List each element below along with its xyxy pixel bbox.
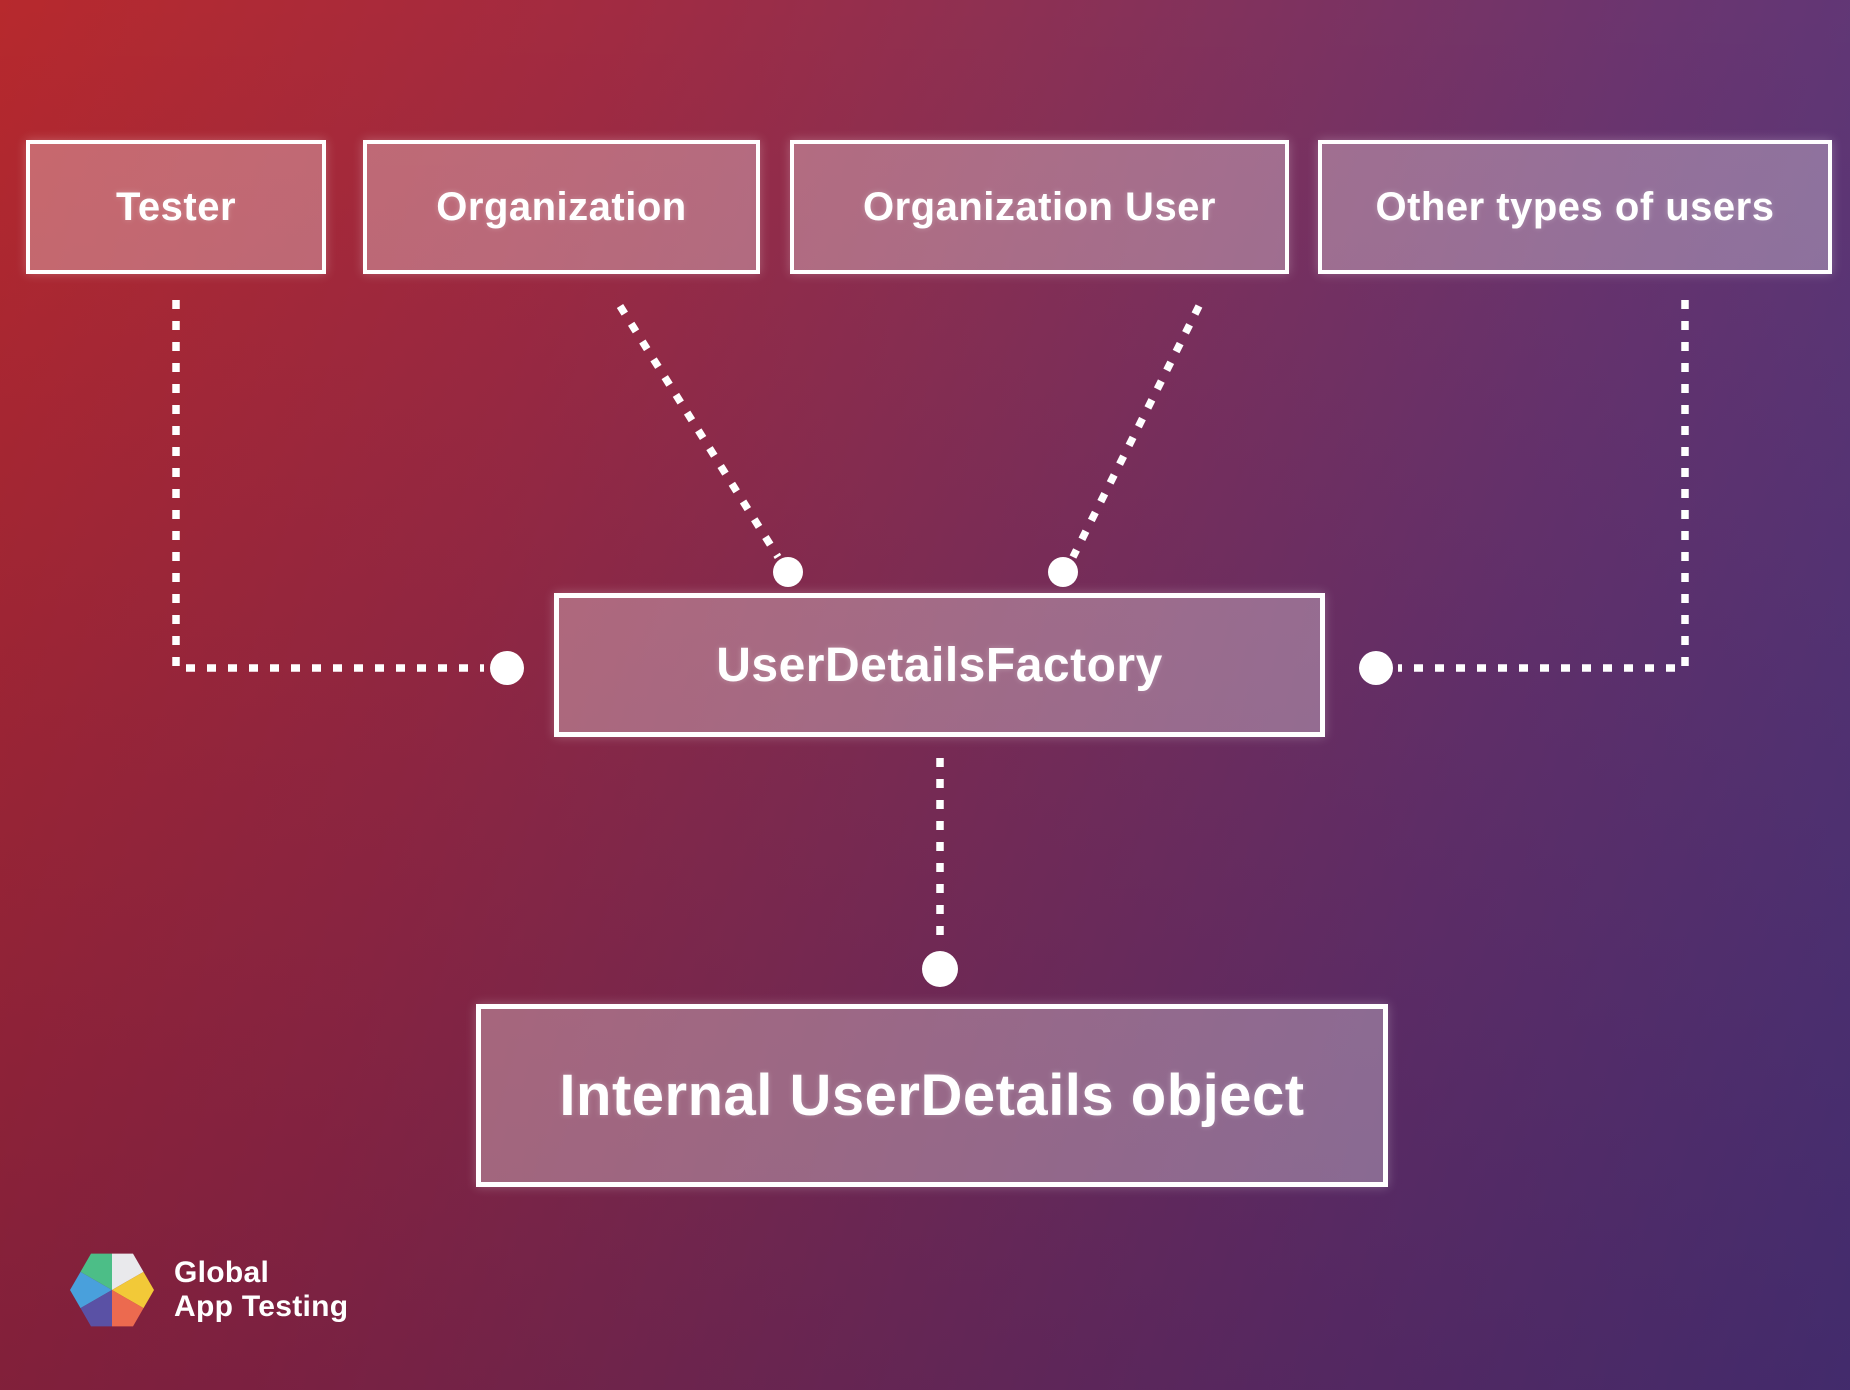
logo-face-top-left: [80, 1253, 112, 1290]
connector-other-users-to-factory: [1398, 300, 1689, 672]
node-tester: Tester: [26, 140, 326, 274]
connector-endpoint-dot: [490, 651, 524, 685]
connector-endpoint-dot: [922, 951, 958, 987]
connector-organization-to-factory: [616, 304, 782, 559]
node-user-details-factory: UserDetailsFactory: [554, 593, 1325, 737]
connector-organization-user-to-factory: [1069, 304, 1203, 559]
node-internal-user-details-object-label: Internal UserDetails object: [559, 1063, 1305, 1128]
node-other-types-of-users: Other types of users: [1318, 140, 1832, 274]
logo-line1: Global: [174, 1256, 270, 1290]
node-other-types-of-users-label: Other types of users: [1375, 184, 1775, 229]
connector-endpoint-dot: [773, 557, 803, 587]
node-tester-label: Tester: [115, 184, 237, 229]
connector-tester-to-factory: [172, 300, 484, 672]
logo-face-top-right: [112, 1253, 144, 1290]
node-organization-user: Organization User: [790, 140, 1289, 274]
logo-face-bottom-left: [80, 1290, 112, 1327]
node-internal-user-details-object: Internal UserDetails object: [476, 1004, 1388, 1187]
global-app-testing-logo: Global App Testing: [66, 1248, 348, 1332]
node-user-details-factory-label: UserDetailsFactory: [716, 638, 1163, 692]
connector-endpoint-dot: [1359, 651, 1393, 685]
logo-face-right: [112, 1271, 154, 1309]
node-organization-label: Organization: [436, 184, 687, 229]
logo-face-left: [70, 1271, 112, 1309]
node-organization-user-label: Organization User: [862, 184, 1216, 229]
hexagon-cube-icon: [70, 1253, 154, 1327]
logo-face-bottom-right: [112, 1290, 144, 1327]
connector-endpoint-dot: [1048, 557, 1078, 587]
logo-line2: App Testing: [174, 1290, 349, 1323]
node-organization: Organization: [363, 140, 760, 274]
logo-wordmark: Global App Testing: [174, 1256, 348, 1323]
